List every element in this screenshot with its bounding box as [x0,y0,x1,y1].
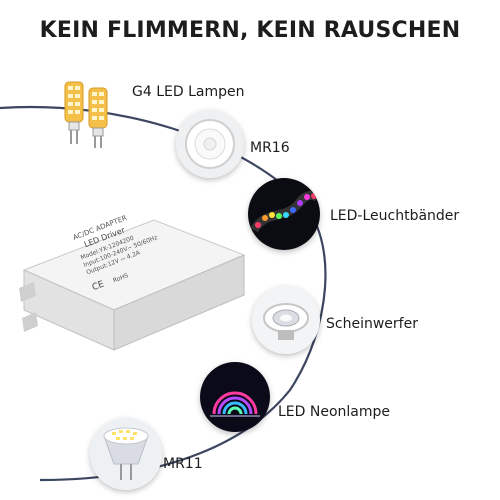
g4-lamp-label: G4 LED Lampen [132,84,245,100]
led-strip-node [248,178,320,250]
mr11-node [90,418,162,490]
headline: KEIN FLIMMERN, KEIN RAUSCHEN [39,18,461,43]
mr11-label: MR11 [163,456,203,472]
led-strip-label: LED-Leuchtbänder [330,208,460,224]
spotlight-label: Scheinwerfer [326,316,418,332]
led-driver-image: AC/DC ADAPTER LED Driver Model:YX-120420… [19,214,246,351]
g4-lamp-image [55,78,125,148]
spotlight-node [252,286,320,354]
mr16-node [176,110,244,178]
neon-lamp-label: LED Neonlampe [278,404,391,420]
driver-ce-mark: CE [91,279,106,293]
neon-lamp-node [200,362,270,432]
mr16-label: MR16 [250,140,290,156]
